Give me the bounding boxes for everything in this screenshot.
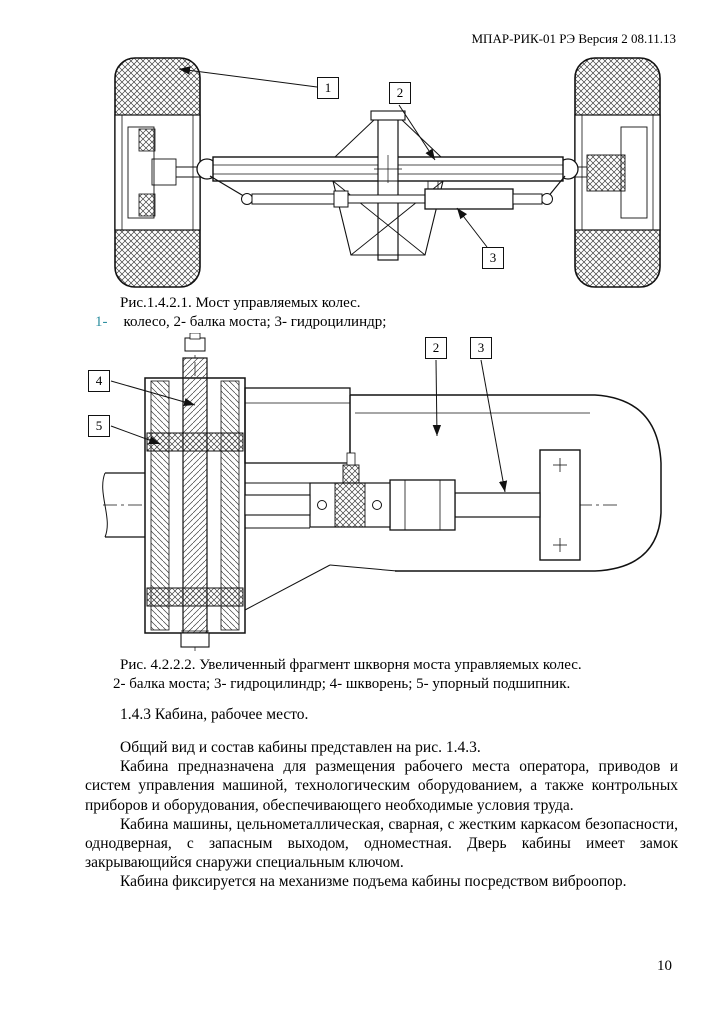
left-wheel <box>114 57 201 288</box>
figure2-drawing <box>102 333 662 651</box>
figure1-callout-1: 1 <box>317 77 339 99</box>
axle-beam <box>196 110 579 261</box>
body-text: Общий вид и состав кабины представлен на… <box>85 738 678 892</box>
figure1-axle-drawing: 1 2 3 <box>95 55 680 295</box>
figure2-kingpin-drawing: 4 5 2 3 <box>85 333 685 658</box>
figure1-legend-text: колесо, 2- балка моста; 3- гидроцилиндр; <box>123 314 387 330</box>
flange <box>539 449 581 561</box>
figure1-drawing <box>114 57 661 288</box>
figure2-callout-4: 4 <box>88 370 110 392</box>
section-heading: 1.4.3 Кабина, рабочее место. <box>120 706 309 723</box>
figure1-callout-2: 2 <box>389 82 411 104</box>
figure2-caption: Рис. 4.2.2.2. Увеличенный фрагмент шквор… <box>120 657 582 673</box>
page-number: 10 <box>657 958 672 974</box>
figure2-callout-3: 3 <box>470 337 492 359</box>
doc-header: МПАР-РИК-01 РЭ Версия 2 08.11.13 <box>471 31 677 46</box>
tie-rod-and-hydraulic-cylinder <box>209 175 566 210</box>
figure2-legend: 2- балка моста; 3- гидроцилиндр; 4- шкво… <box>113 676 571 692</box>
figure1-callout-3: 3 <box>482 247 504 269</box>
axle-beam-end <box>349 394 662 572</box>
paragraph: Кабина фиксируется на механизме подъема … <box>120 873 627 891</box>
leader-lines <box>110 359 508 493</box>
figure1-legend-marker: 1- <box>95 314 108 330</box>
leader-lines <box>178 66 488 248</box>
paragraph: Кабина предназначена для размещения рабо… <box>85 758 678 814</box>
hydraulic-cylinder <box>244 452 541 531</box>
figure2-callout-2: 2 <box>425 337 447 359</box>
right-wheel <box>574 57 661 288</box>
figure2-callout-5: 5 <box>88 415 110 437</box>
kingpin <box>180 333 210 648</box>
figure1-legend: 1- колесо, 2- балка моста; 3- гидроцилинд… <box>95 314 386 331</box>
paragraph: Общий вид и состав кабины представлен на… <box>120 739 481 756</box>
left-shaft <box>102 472 147 538</box>
figure1-caption: Рис.1.4.2.1. Мост управляемых колес. <box>120 295 361 311</box>
paragraph: Кабина машины, цельнометаллическая, свар… <box>85 815 678 872</box>
